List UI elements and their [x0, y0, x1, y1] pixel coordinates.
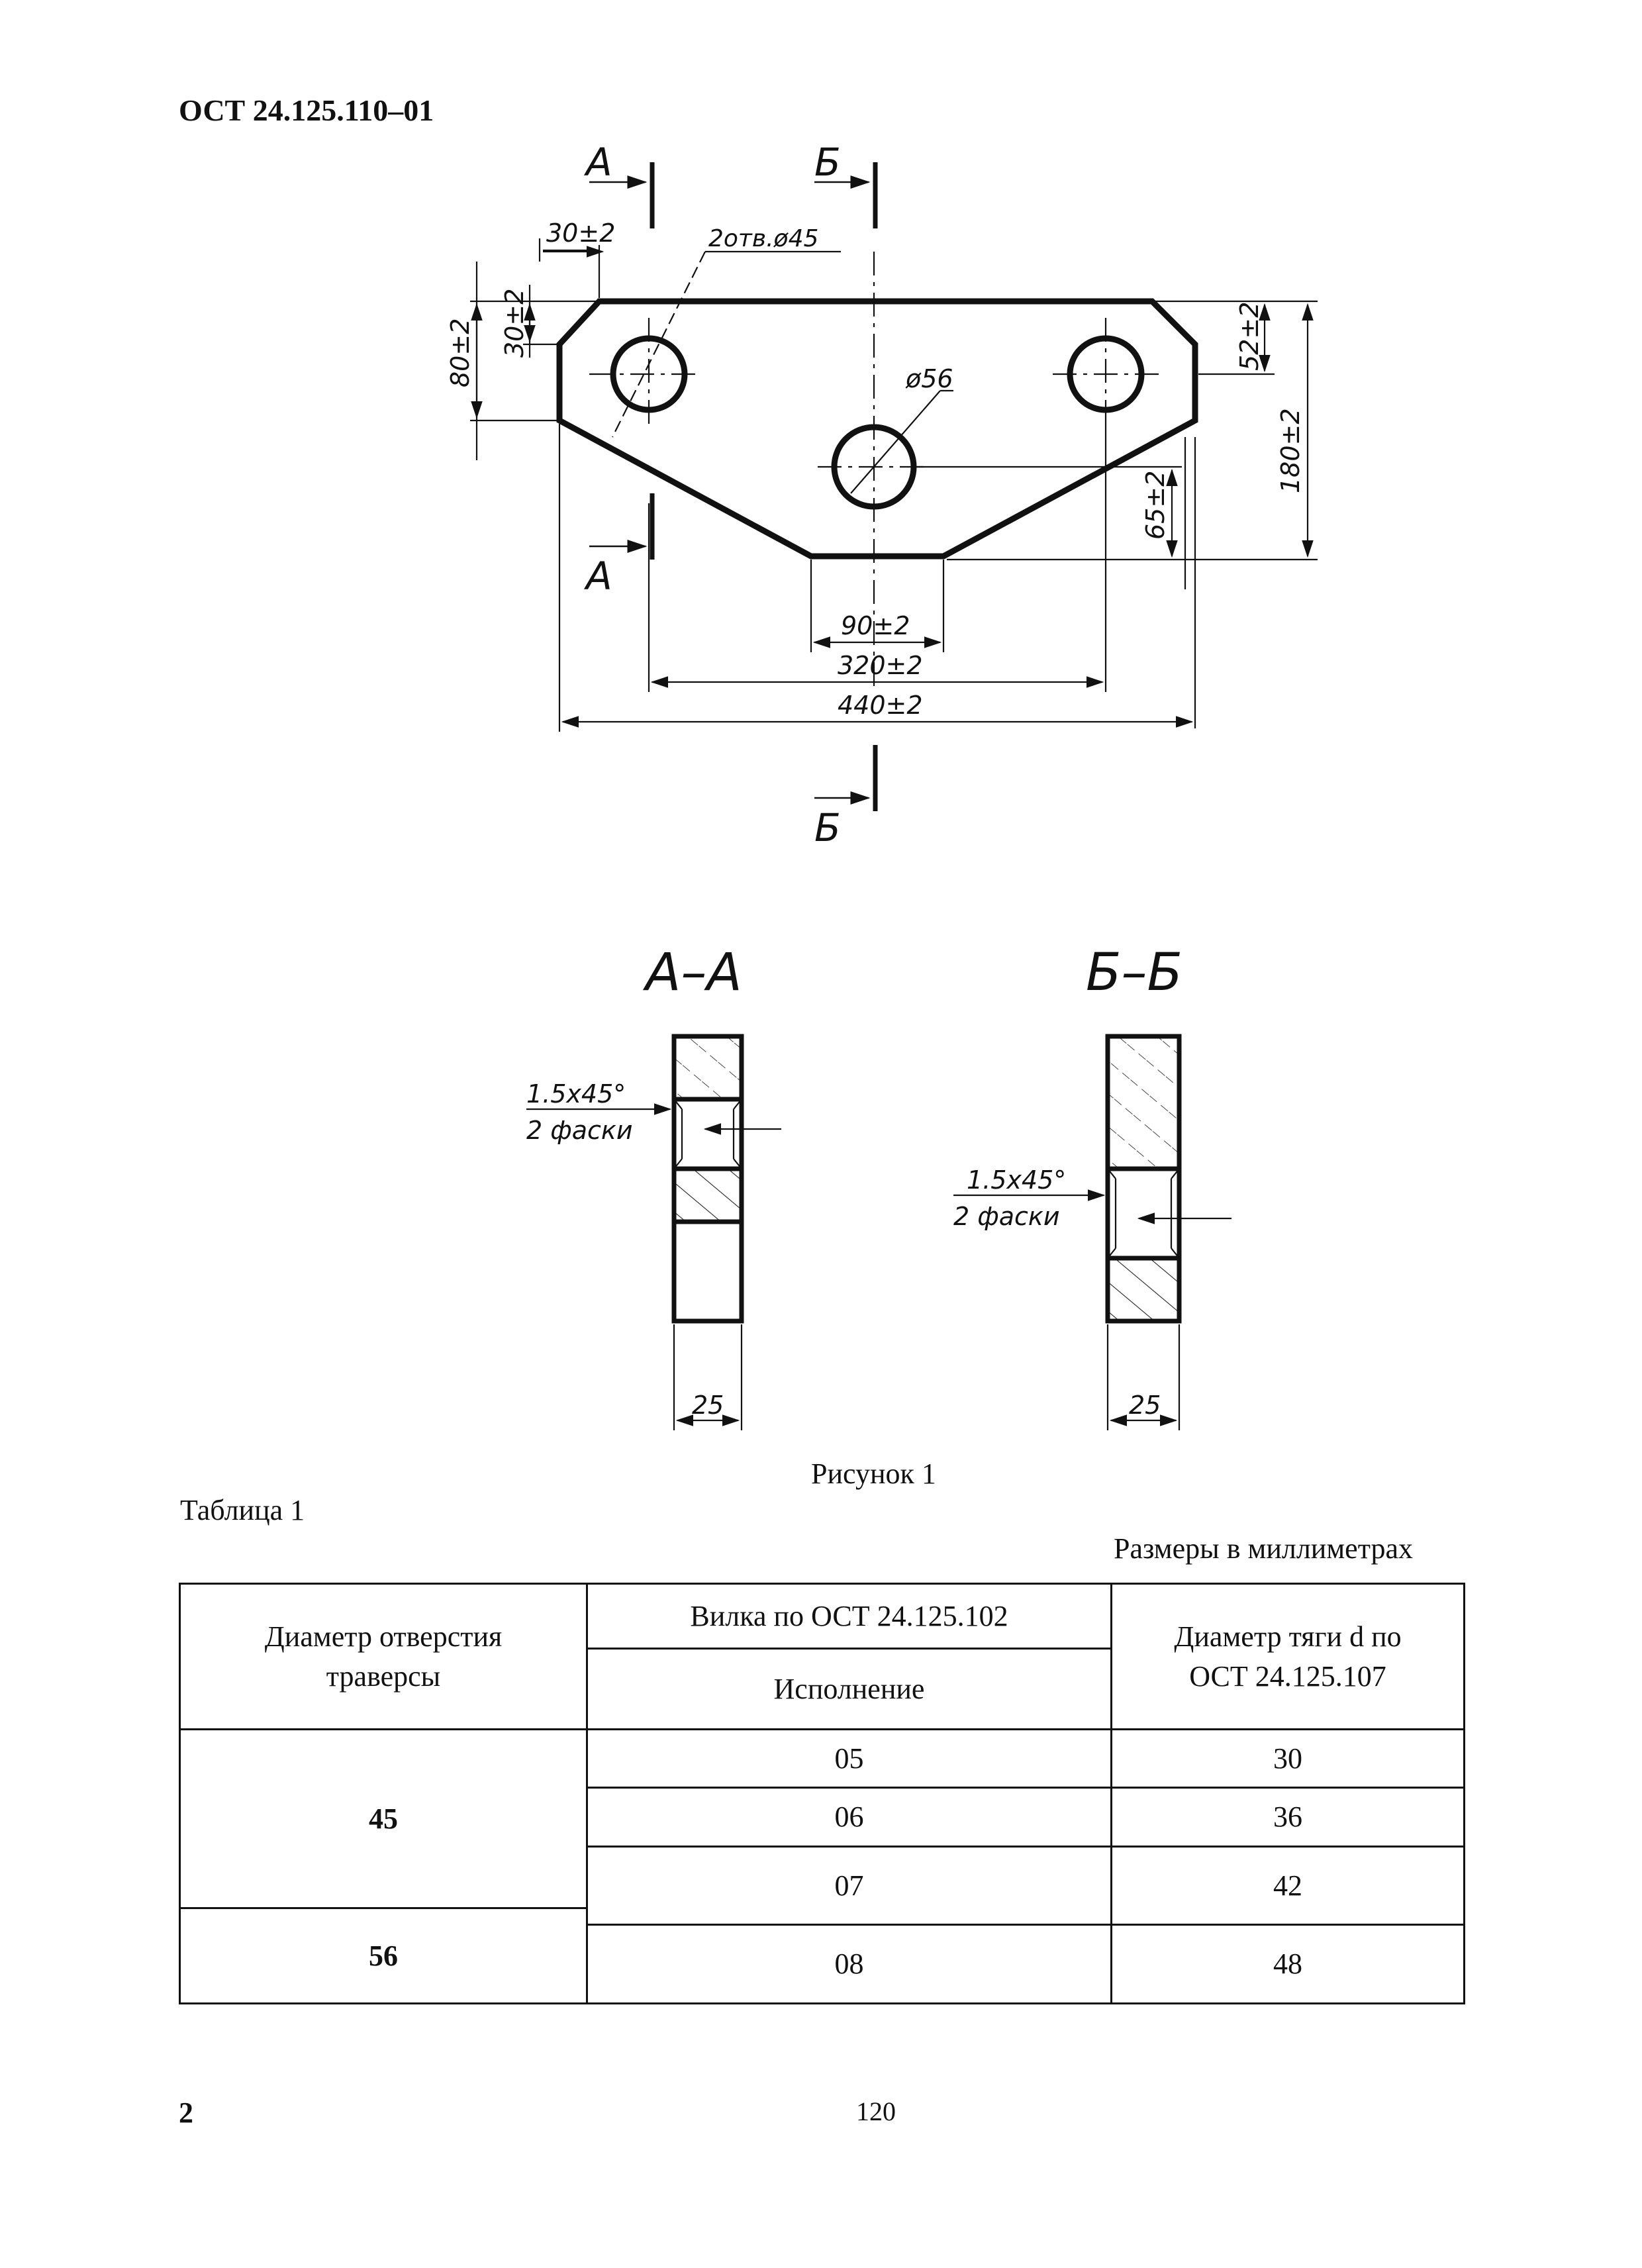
figure-caption: Рисунок 1	[811, 1457, 936, 1490]
section-mark-b-bottom: Б	[814, 805, 841, 850]
section-mark-a-bottom: А	[583, 554, 612, 599]
execution-cell: 06	[834, 1800, 864, 1834]
hole-diameter-45: 45	[369, 1802, 398, 1835]
dim-52: 52±2	[1235, 302, 1264, 371]
plate-outline	[556, 298, 1198, 560]
header-rod-diameter: Диаметр тяги d по ОСТ 24.125.107	[1174, 1620, 1402, 1693]
section-bb-chamfer-count: 2 фаски	[953, 1202, 1060, 1231]
dim-180: 180±2	[1276, 408, 1305, 493]
units-note: Размеры в миллиметрах	[1114, 1532, 1413, 1565]
rod-diameter-cell: 30	[1273, 1742, 1302, 1775]
hole-diameter-56: 56	[369, 1939, 398, 1972]
table-label: Таблица 1	[180, 1494, 305, 1526]
execution-cell: 05	[834, 1742, 864, 1775]
dimensions-table: Диаметр отверстия траверсы Вилка по ОСТ …	[179, 1583, 1465, 2004]
page-number-left: 2	[179, 2096, 193, 2129]
section-mark-a-top: А	[583, 140, 612, 185]
section-bb-width: 25	[1129, 1391, 1161, 1420]
dim-holes-note: 2отв.ø45	[708, 225, 818, 252]
page-number-center: 120	[856, 2096, 896, 2126]
execution-cell: 07	[834, 1869, 864, 1902]
rod-diameter-cell: 36	[1273, 1800, 1302, 1834]
dim-80: 80±2	[446, 319, 475, 387]
header-hole-diameter: Диаметр отверстия траверсы	[264, 1620, 503, 1693]
section-bb-title: Б–Б	[1086, 943, 1183, 1003]
plate-view: А Б А Б 30±2 2отв.ø45 30±2 80±2 52±2 ø56…	[446, 140, 1318, 850]
rod-diameter-cell: 42	[1273, 1869, 1302, 1902]
section-aa-width: 25	[692, 1391, 724, 1420]
technical-drawing: А Б А Б 30±2 2отв.ø45 30±2 80±2 52±2 ø56…	[446, 140, 1318, 1430]
section-aa-title: А–А	[642, 943, 742, 1003]
dim-320: 320±2	[838, 651, 923, 680]
section-aa: А–А 1.5х45° 2 фаски 25	[526, 943, 781, 1430]
section-aa-chamfer: 1.5х45°	[526, 1079, 626, 1109]
execution-cell: 08	[834, 1948, 864, 1981]
dim-30-side: 30±2	[500, 289, 529, 358]
dim-440: 440±2	[838, 691, 923, 720]
section-aa-chamfer-count: 2 фаски	[526, 1116, 633, 1145]
section-bb: Б–Б 1.5х45° 2 фаски 25	[953, 943, 1232, 1430]
dim-30-top: 30±2	[546, 219, 615, 248]
dim-56: ø56	[905, 364, 953, 393]
header-execution: Исполнение	[773, 1672, 925, 1705]
section-bb-chamfer: 1.5х45°	[967, 1165, 1066, 1195]
dim-90: 90±2	[841, 611, 910, 640]
section-mark-b-top: Б	[814, 140, 841, 185]
document-code: ОСТ 24.125.110–01	[179, 93, 434, 127]
dim-65: 65±2	[1141, 471, 1170, 540]
header-fork: Вилка по ОСТ 24.125.102	[690, 1599, 1008, 1632]
rod-diameter-cell: 48	[1273, 1948, 1302, 1981]
